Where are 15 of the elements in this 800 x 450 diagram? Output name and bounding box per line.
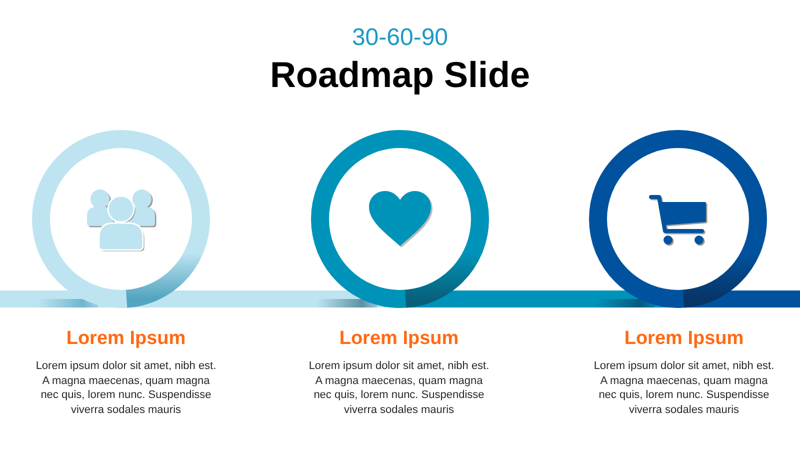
step-heading: Lorem Ipsum [339, 327, 459, 351]
step-description: Lorem ipsum dolor sit amet, nibh est. A magna maecenas, quam magna nec quis, lorem nunc. Suspendisse viverra sodales mauris [34, 359, 218, 417]
step-description: Lorem ipsum dolor sit amet, nibh est. A magna maecenas, quam magna nec quis, lorem nunc. Suspendisse viverra sodales mauris [308, 359, 490, 417]
ribbon-connector [0, 290, 32, 308]
ribbon-connector [767, 290, 800, 308]
ring [32, 130, 210, 308]
ribbon-connector [210, 290, 311, 308]
slide-title: Roadmap Slide [268, 54, 532, 96]
step-heading: Lorem Ipsum [66, 327, 186, 351]
step-description: Lorem ipsum dolor sit amet, nibh est. A magna maecenas, quam magna nec quis, lorem nunc. Suspendisse viverra sodales mauris [592, 359, 776, 417]
step-heading: Lorem Ipsum [624, 327, 744, 351]
ring [589, 130, 767, 308]
subtitle: 30-60-90 [350, 24, 450, 52]
ring [311, 130, 489, 308]
ribbon-connector [489, 290, 589, 308]
